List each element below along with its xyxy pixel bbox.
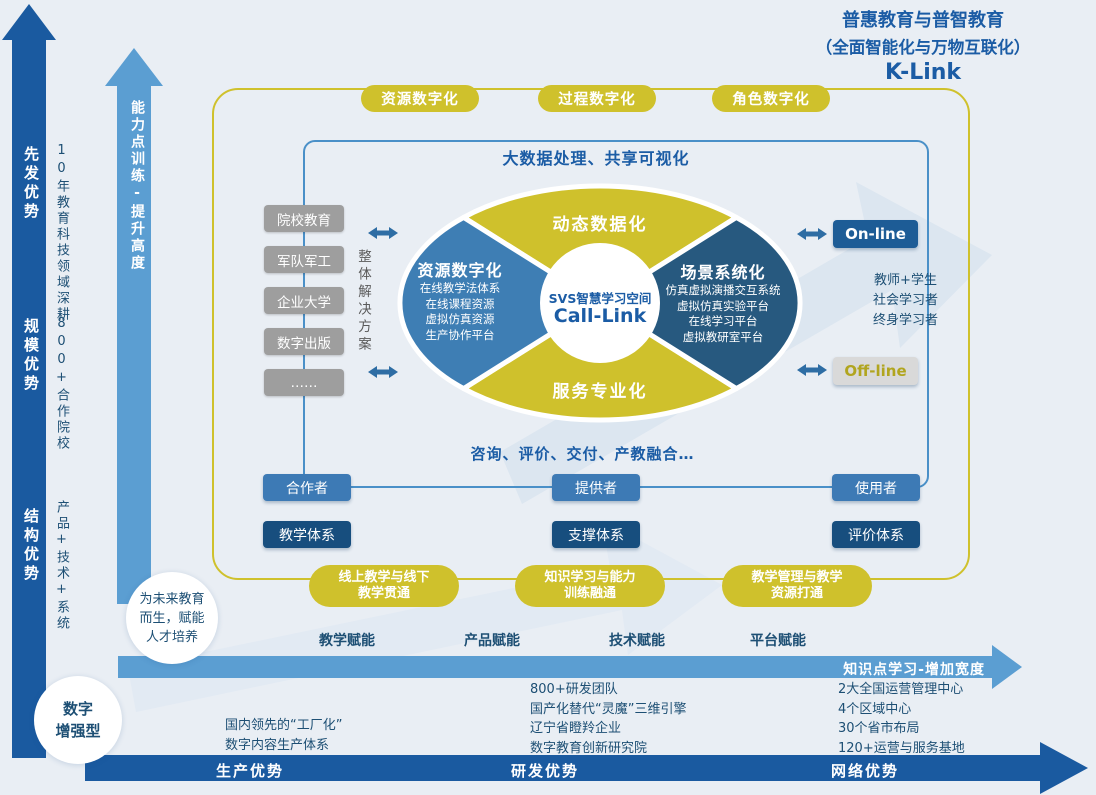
bottom-axis-label-research: 研发优势 (510, 762, 579, 780)
bottom-axis-label-production: 生产优势 (215, 762, 284, 780)
client-box-more: …… (264, 369, 344, 396)
core-center-circle (540, 243, 660, 363)
digital-type-text: 数字 增强型 (55, 700, 101, 740)
advantage-label-structure: 结构优势 (22, 508, 40, 584)
system-button-support: 支撑体系 (552, 521, 640, 548)
client-box-colleges: 院校教育 (264, 205, 344, 232)
role-button-user: 使用者 (832, 474, 920, 501)
services-label: 咨询、评价、交付、产教融合… (470, 445, 695, 463)
advantage-note-experience: 10年教育科技领域深耕 (54, 143, 69, 323)
bottom-axis-arrowhead (1040, 742, 1088, 794)
mission-circle: 为未来教育 而生，赋能 人才培养 (126, 572, 218, 664)
client-box-enterprise: 企业大学 (264, 287, 344, 314)
mission-text: 为未来教育 而生，赋能 人才培养 (139, 591, 205, 645)
capability-axis-arrow (117, 86, 151, 604)
production-stats: 国内领先的“工厂化” 数字内容生产体系 (225, 718, 343, 753)
sector-left-title: 资源数字化 (417, 261, 503, 280)
empowerment-label-product: 产品赋能 (464, 633, 520, 649)
empowerment-label-teaching: 教学赋能 (319, 633, 375, 649)
digitization-pill-resource: 资源数字化 (361, 85, 479, 112)
double-arrow-icon (368, 227, 398, 239)
sector-left-items: 在线教学法体系 在线课程资源 虚拟仿真资源 生产协作平台 (419, 281, 501, 342)
double-arrow-icon (797, 228, 827, 240)
call-link-label: Call-Link (553, 305, 647, 327)
advantage-label-scale: 规模优势 (22, 318, 40, 394)
core-ellipse-diagram (397, 183, 803, 423)
integration-pill-knowledge-ability: 知识学习与能力 训练融通 (515, 565, 665, 607)
integration-pill-online-offline: 线上教学与线下 教学贯通 (309, 565, 459, 607)
empowerment-label-technology: 技术赋能 (609, 633, 665, 649)
system-button-teaching: 教学体系 (263, 521, 351, 548)
double-arrow-icon (368, 366, 398, 378)
advantage-label-first-mover: 先发优势 (22, 146, 40, 222)
bottom-axis-arrow (85, 755, 1040, 781)
knowledge-axis-arrowhead (992, 645, 1022, 689)
brand-name: K-Link (884, 60, 962, 85)
digital-type-circle: 数字 增强型 (34, 676, 122, 764)
sector-right-items: 仿真虚拟演播交互系统 虚拟仿真实验平台 在线学习平台 虚拟教研室平台 (665, 283, 781, 344)
research-stats: 800+研发团队 国产化替代“灵魔”三维引擎 辽宁省瞪羚企业 数字教育创新研究院 (530, 682, 687, 756)
big-data-label: 大数据处理、共享可视化 (502, 149, 690, 168)
advantage-note-partners: 800+合作院校 (54, 316, 69, 452)
learners-text: 教师+学生 社会学习者 终身学习者 (872, 273, 938, 328)
advantage-note-product: 产品+技术+系统 (54, 500, 69, 632)
solution-label: 整体解决方案 (355, 249, 371, 354)
network-stats: 2大全国运营管理中心 4个区域中心 30个省市布局 120+运营与服务基地 (838, 682, 965, 756)
sector-bottom-label: 服务专业化 (552, 382, 648, 402)
sector-top-label: 动态数据化 (552, 215, 648, 235)
client-box-military: 军队军工 (264, 246, 344, 273)
sector-right-title: 场景系统化 (680, 263, 766, 282)
capability-axis-arrowhead (105, 48, 163, 86)
knowledge-axis-arrow (118, 656, 992, 678)
role-button-provider: 提供者 (552, 474, 640, 501)
double-arrow-icon (797, 364, 827, 376)
left-axis-arrowhead (2, 4, 56, 40)
page-title-line1: 普惠教育与普智教育 (842, 10, 1004, 31)
offline-button: Off-line (833, 357, 918, 385)
capability-axis-label: 能力点训练-提升高度 (129, 100, 145, 272)
empowerment-label-platform: 平台赋能 (750, 633, 806, 649)
online-button: On-line (833, 220, 918, 248)
role-button-partner: 合作者 (263, 474, 351, 501)
left-axis-arrow (12, 38, 46, 758)
sector-left-shape (397, 214, 603, 392)
integration-pill-management-resource: 教学管理与教学 资源打通 (722, 565, 872, 607)
digitization-pill-role: 角色数字化 (712, 85, 830, 112)
client-box-publishing: 数字出版 (264, 328, 344, 355)
svs-space-label: SVS智慧学习空间 (548, 291, 652, 306)
knowledge-axis-label: 知识点学习-增加宽度 (843, 662, 985, 678)
system-button-evaluation: 评价体系 (832, 521, 920, 548)
sector-right-shape (597, 214, 803, 392)
bottom-axis-label-network: 网络优势 (830, 762, 899, 780)
digitization-pill-process: 过程数字化 (538, 85, 656, 112)
page-title-line2: （全面智能化与万物互联化） (815, 38, 1031, 57)
